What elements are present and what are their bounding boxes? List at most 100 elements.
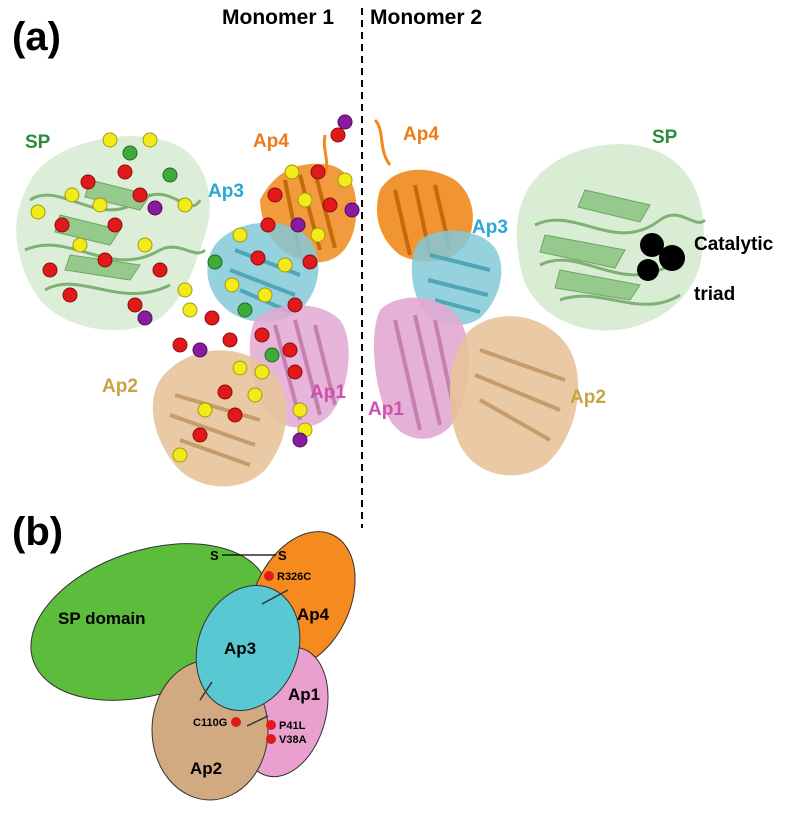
- mutation-sphere: [117, 164, 133, 180]
- m2-ap1-label: Ap1: [368, 399, 404, 420]
- mutation-sphere: [204, 310, 220, 326]
- mutation-sphere: [64, 187, 80, 203]
- mutation-sphere: [177, 197, 193, 213]
- mutation-sphere: [122, 145, 138, 161]
- disulfide-s-right: S: [278, 548, 287, 563]
- mutation-sphere: [344, 202, 360, 218]
- mutation-sphere: [192, 427, 208, 443]
- mutation-sphere: [330, 127, 346, 143]
- mutation-sphere: [147, 200, 163, 216]
- m2-sp-label: SP: [652, 127, 678, 148]
- mutation-sphere: [197, 402, 213, 418]
- mutation-sphere: [310, 227, 326, 243]
- mutation-sphere: [152, 262, 168, 278]
- m1-sp-label: SP: [25, 132, 51, 153]
- mutation-sphere: [287, 364, 303, 380]
- ap2-ap3-linker: [199, 681, 213, 701]
- domain-schematic: S S SP domain Ap3 Ap4 Ap1 Ap2 R326C C110…: [30, 531, 356, 801]
- mutation-sphere: [42, 262, 58, 278]
- schematic-ap4-label: Ap4: [297, 605, 330, 624]
- mutation-sphere: [232, 227, 248, 243]
- mutation-sphere: [310, 164, 326, 180]
- mutation-sphere: [132, 187, 148, 203]
- mutation-dot-p41l: [266, 720, 276, 730]
- mutation-sphere: [80, 174, 96, 190]
- ap1-ap2-linker: [246, 715, 269, 727]
- mutation-sphere: [127, 297, 143, 313]
- mutation-sphere: [337, 172, 353, 188]
- mutation-sphere: [192, 342, 208, 358]
- mutation-sphere: [254, 327, 270, 343]
- mutation-dot-c110g: [231, 717, 241, 727]
- mutation-dot-v38a: [266, 734, 276, 744]
- disulfide-s-left: S: [210, 548, 219, 563]
- m2-ap4-label: Ap4: [403, 124, 439, 145]
- mutation-sphere: [277, 257, 293, 273]
- mutation-sphere: [162, 167, 178, 183]
- m1-ap4-label: Ap4: [253, 131, 289, 152]
- m1-ap2-label: Ap2: [102, 376, 138, 397]
- mutation-sphere: [297, 192, 313, 208]
- mutation-sphere: [182, 302, 198, 318]
- mutation-sphere: [54, 217, 70, 233]
- mutation-sphere: [177, 282, 193, 298]
- schematic-sp-domain-label: SP domain: [58, 609, 146, 628]
- mutation-sphere: [232, 360, 248, 376]
- mutation-label-v38a: V38A: [279, 734, 307, 746]
- catalytic-label-line1: Catalytic: [694, 234, 774, 255]
- mutation-sphere: [224, 277, 240, 293]
- monomer-2-sp-domain: [516, 144, 707, 331]
- mutation-sphere: [322, 197, 338, 213]
- mutation-sphere: [142, 132, 158, 148]
- catalytic-triad-spheres: [637, 233, 685, 281]
- mutation-label-r326c: R326C: [277, 571, 311, 583]
- mutation-sphere: [292, 402, 308, 418]
- monomer-2-label: Monomer 2: [370, 6, 482, 29]
- mutation-sphere: [260, 217, 276, 233]
- mutation-sphere: [292, 432, 308, 448]
- mutation-sphere: [250, 250, 266, 266]
- mutation-sphere: [107, 217, 123, 233]
- mutation-label-c110g: C110G: [193, 717, 227, 729]
- mutation-sphere: [337, 114, 353, 130]
- mutation-label-p41l: P41L: [279, 720, 306, 732]
- monomer-2-ap2-domain: [449, 316, 579, 476]
- monomer-1-sp-domain: [16, 136, 210, 331]
- schematic-ap3: [195, 584, 301, 712]
- mutation-sphere: [207, 254, 223, 270]
- mutation-sphere: [237, 302, 253, 318]
- mutation-sphere: [254, 364, 270, 380]
- schematic-ap1-label: Ap1: [288, 685, 320, 704]
- mutation-sphere: [227, 407, 243, 423]
- ap3-ap4-linker: [261, 589, 289, 605]
- m1-ap1-label: Ap1: [310, 382, 346, 403]
- mutation-sphere: [102, 132, 118, 148]
- schematic-ap3-label: Ap3: [224, 639, 256, 658]
- mutation-sphere: [172, 447, 188, 463]
- mutation-sphere: [72, 237, 88, 253]
- mutation-sphere: [302, 254, 318, 270]
- mutation-sphere: [284, 164, 300, 180]
- mutation-sphere: [92, 197, 108, 213]
- catalytic-label-line2: triad: [694, 284, 735, 305]
- monomer-1-label: Monomer 1: [222, 6, 334, 29]
- panel-a-label: (a): [12, 15, 61, 59]
- mutation-sphere: [264, 347, 280, 363]
- mutation-sphere: [217, 384, 233, 400]
- mutation-sphere: [172, 337, 188, 353]
- m2-ap2-label: Ap2: [570, 387, 606, 408]
- mutation-sphere: [222, 332, 238, 348]
- mutation-sphere: [30, 204, 46, 220]
- monomer-1-mutation-spheres: [30, 114, 360, 463]
- mutation-sphere: [290, 217, 306, 233]
- panel-b-label: (b): [12, 510, 63, 554]
- mutation-sphere: [257, 287, 273, 303]
- mutation-sphere: [97, 252, 113, 268]
- m2-ap3-label: Ap3: [472, 217, 508, 238]
- mutation-sphere: [267, 187, 283, 203]
- schematic-ap2-label: Ap2: [190, 759, 222, 778]
- mutation-sphere: [287, 297, 303, 313]
- mutation-sphere: [62, 287, 78, 303]
- mutation-sphere: [137, 310, 153, 326]
